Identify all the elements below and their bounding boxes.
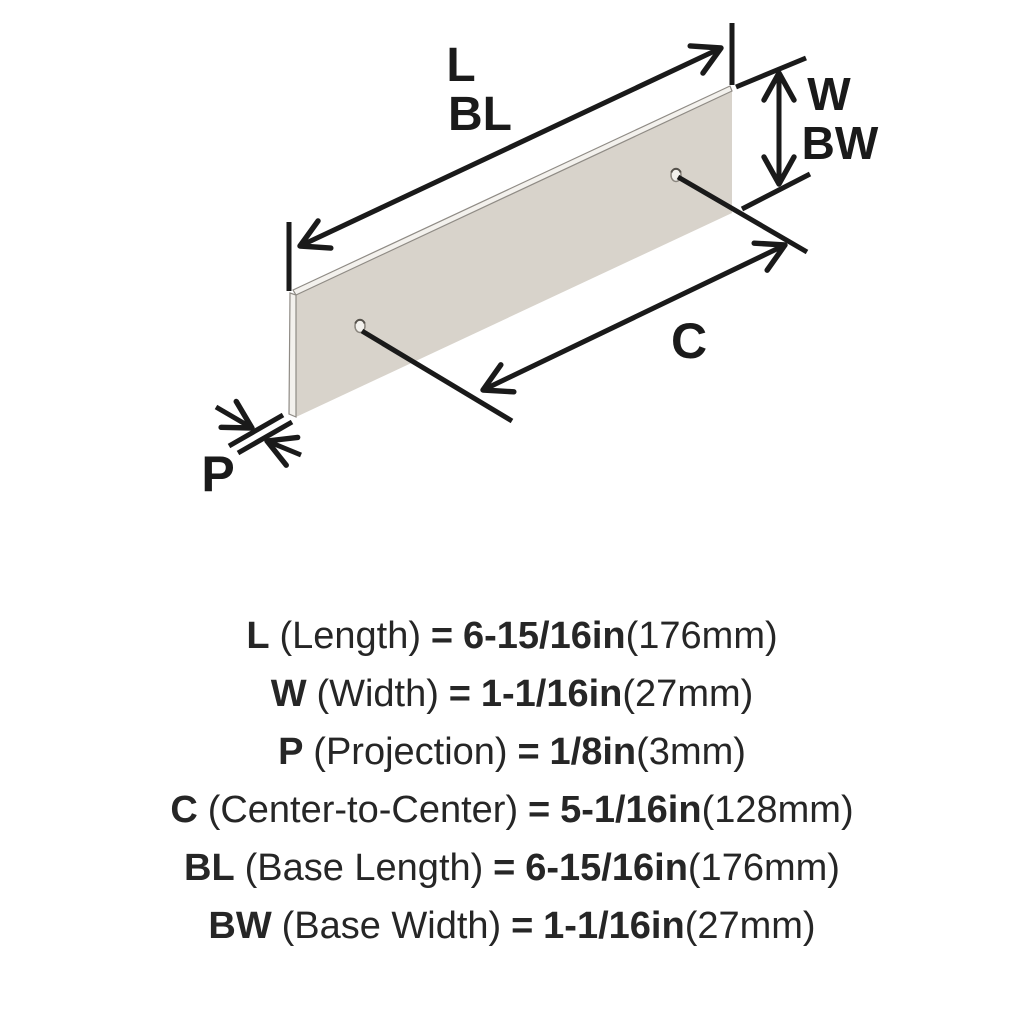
spec-equals: = xyxy=(430,615,454,657)
spec-imperial-value: 6-15/16in xyxy=(462,615,626,657)
label-width: W xyxy=(807,68,851,120)
spec-symbol: C xyxy=(170,789,198,831)
spec-symbol: W xyxy=(270,673,307,715)
label-base-width: BW xyxy=(802,117,879,169)
spec-label: (Projection) xyxy=(313,731,508,773)
length-dimension xyxy=(286,23,735,291)
label-projection: P xyxy=(201,446,234,502)
spec-metric-value: (128mm) xyxy=(701,789,854,831)
spec-symbol: P xyxy=(278,731,304,773)
spec-label: (Width) xyxy=(316,673,439,715)
spec-imperial-value: 5-1/16in xyxy=(560,789,702,831)
spec-metric-value: (27mm) xyxy=(684,905,816,947)
screw-hole-left xyxy=(354,318,366,334)
spec-label: (Base Length) xyxy=(244,847,484,889)
spec-line-center-to-center: C(Center-to-Center)=5-1/16in(128mm) xyxy=(0,781,1024,839)
spec-imperial-value: 1-1/16in xyxy=(480,673,623,715)
spec-line-width: W(Width)=1-1/16in(27mm) xyxy=(0,665,1024,723)
center-dim-arrow xyxy=(480,240,788,395)
label-length: L xyxy=(446,39,475,92)
spec-symbol: BW xyxy=(208,905,272,947)
width-ext-tick-top xyxy=(735,55,807,90)
spec-imperial-value: 1-1/16in xyxy=(543,905,685,947)
spec-line-length: L(Length)=6-15/16in(176mm) xyxy=(0,607,1024,665)
center-ext-line-right xyxy=(676,174,809,255)
label-base-length: BL xyxy=(448,88,512,141)
spec-metric-value: (3mm) xyxy=(636,731,746,773)
spec-symbol: BL xyxy=(184,847,235,889)
spec-symbol: L xyxy=(246,615,270,657)
spec-metric-value: (27mm) xyxy=(622,673,754,715)
spec-imperial-value: 6-15/16in xyxy=(525,847,688,889)
spec-equals: = xyxy=(517,731,540,773)
projection-face-line-front xyxy=(227,412,285,449)
center-dimension xyxy=(360,174,809,424)
label-center-to-center: C xyxy=(671,313,707,369)
center-ext-line-left xyxy=(360,328,514,424)
spec-equals: = xyxy=(527,789,551,831)
spec-metric-value: (176mm) xyxy=(687,847,840,889)
plate-face xyxy=(296,91,732,417)
spec-label: (Center-to-Center) xyxy=(207,789,519,831)
projection-arrow-lower xyxy=(264,434,302,468)
spec-line-base-width: BW(Base Width)=1-1/16in(27mm) xyxy=(0,897,1024,955)
spec-label: (Length) xyxy=(279,615,421,657)
spec-line-base-length: BL(Base Length)=6-15/16in(176mm) xyxy=(0,839,1024,897)
dimension-spec-list: L(Length)=6-15/16in(176mm) W(Width)=1-1/… xyxy=(0,607,1024,955)
spec-imperial-value: 1/8in xyxy=(549,731,637,773)
spec-label: (Base Width) xyxy=(281,905,502,947)
spec-line-projection: P(Projection)=1/8in(3mm) xyxy=(0,723,1024,781)
width-ext-tick-bottom xyxy=(740,171,812,212)
length-dim-arrow xyxy=(297,43,724,251)
spec-equals: = xyxy=(493,847,516,889)
plate-left-edge xyxy=(288,292,297,418)
spec-equals: = xyxy=(511,905,534,947)
spec-equals: = xyxy=(448,673,471,715)
spec-metric-value: (176mm) xyxy=(625,615,778,657)
projection-arrow-upper xyxy=(214,398,255,431)
projection-dimension xyxy=(214,398,302,468)
width-dimension xyxy=(735,55,812,212)
